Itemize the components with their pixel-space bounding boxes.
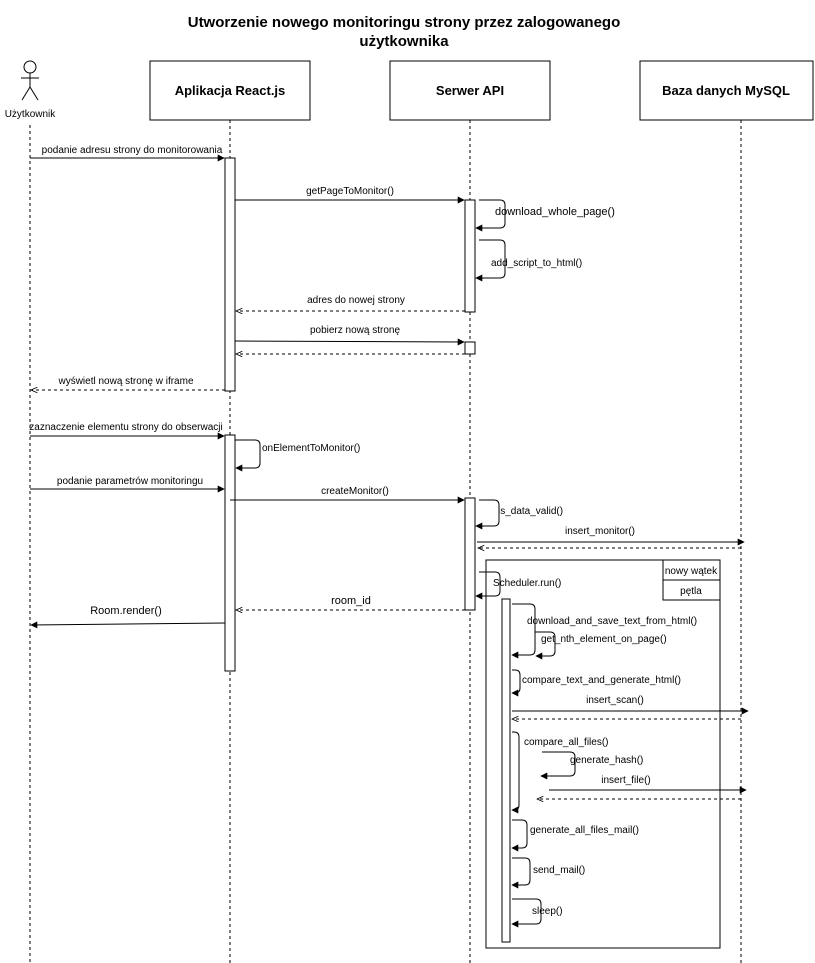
message-label-is-data-valid: is_data_valid() <box>498 506 563 517</box>
message-arrow-room-render <box>30 621 226 629</box>
message-label-add-script: add_script_to_html() <box>491 258 582 269</box>
participant-api-label: Serwer API <box>436 83 504 98</box>
message-label-compare-text: compare_text_and_generate_html() <box>522 675 681 686</box>
message-label-insert-file: insert_file() <box>601 775 650 786</box>
message-label-send-mail: send_mail() <box>533 865 585 876</box>
participant-api-box <box>389 60 551 121</box>
message-label-insert-monitor: insert_monitor() <box>565 526 635 537</box>
message-label-download-whole-page: download_whole_page() <box>495 206 615 218</box>
message-arrow-get-nth-element <box>535 631 556 660</box>
diagram-title-line1: Utworzenie nowego monitoringu strony prz… <box>188 14 621 31</box>
message-label-insert-scan: insert_scan() <box>586 695 644 706</box>
participant-mysql-box <box>639 60 814 121</box>
message-arrow-compare-all-files <box>511 731 520 814</box>
message-label-generate-all-files-mail: generate_all_files_mail() <box>530 825 639 836</box>
message-label-enter-url: podanie adresu strony do monitorowania <box>42 145 223 156</box>
message-label-create-monitor: createMonitor() <box>321 486 389 497</box>
message-arrow-compare-text <box>511 669 521 697</box>
actor-label: Użytkownik <box>5 109 57 120</box>
loop-fragment <box>485 559 721 949</box>
message-label-room-id: room_id <box>331 595 371 607</box>
message-label-on-element-to-monitor: onElementToMonitor() <box>262 443 360 454</box>
participant-react-label: Aplikacja React.js <box>175 83 286 98</box>
message-arrow-send-mail <box>511 857 531 889</box>
message-label-get-page: getPageToMonitor() <box>306 186 394 197</box>
participant-mysql-label: Baza danych MySQL <box>662 83 790 98</box>
message-label-new-page-url: adres do nowej strony <box>307 295 405 306</box>
message-label-show-iframe: wyświetl nową stronę w iframe <box>57 376 193 387</box>
actor-figure <box>21 60 39 101</box>
participant-react-box <box>149 60 311 121</box>
message-label-compare-all-files: compare_all_files() <box>524 737 608 748</box>
message-arrow-generate-hash <box>540 751 576 780</box>
message-arrow-fetch-page <box>234 338 465 346</box>
activation-api-2 <box>464 341 476 355</box>
message-arrow-scheduler-run <box>475 571 501 600</box>
message-arrow-is-data-valid <box>475 499 500 530</box>
message-arrow-download-whole-page <box>475 199 506 232</box>
message-label-get-nth-element: get_nth_element_on_page() <box>541 634 667 645</box>
fragment-label-new-thread: nowy wątek <box>665 566 718 577</box>
message-label-room-render: Room.render() <box>90 605 162 617</box>
message-label-fetch-page: pobierz nową stronę <box>310 325 400 336</box>
activation-api-1 <box>464 199 476 313</box>
activation-api-3 <box>464 497 476 611</box>
message-label-download-save-text: download_and_save_text_from_html() <box>527 616 697 627</box>
message-arrow-sleep <box>511 898 542 928</box>
message-label-select-element: zaznaczenie elementu strony do obserwacj… <box>29 422 222 433</box>
message-label-generate-hash: generate_hash() <box>570 755 643 766</box>
diagram-title-line2: użytkownika <box>359 33 449 50</box>
message-label-sleep: sleep() <box>532 906 563 917</box>
message-arrow-on-element-to-monitor <box>235 439 261 472</box>
fragment-label-loop: pętla <box>680 586 702 597</box>
message-arrow-generate-all-files-mail <box>511 819 528 852</box>
activation-react-1 <box>224 157 236 392</box>
message-label-scheduler-run: Scheduler.run() <box>493 578 561 589</box>
message-label-monitor-params: podanie parametrów monitoringu <box>57 476 203 487</box>
message-arrow-add-script <box>475 239 506 282</box>
activation-react-2 <box>224 434 236 672</box>
activation-thread <box>501 598 511 943</box>
message-arrow-download-save-text <box>511 603 536 659</box>
